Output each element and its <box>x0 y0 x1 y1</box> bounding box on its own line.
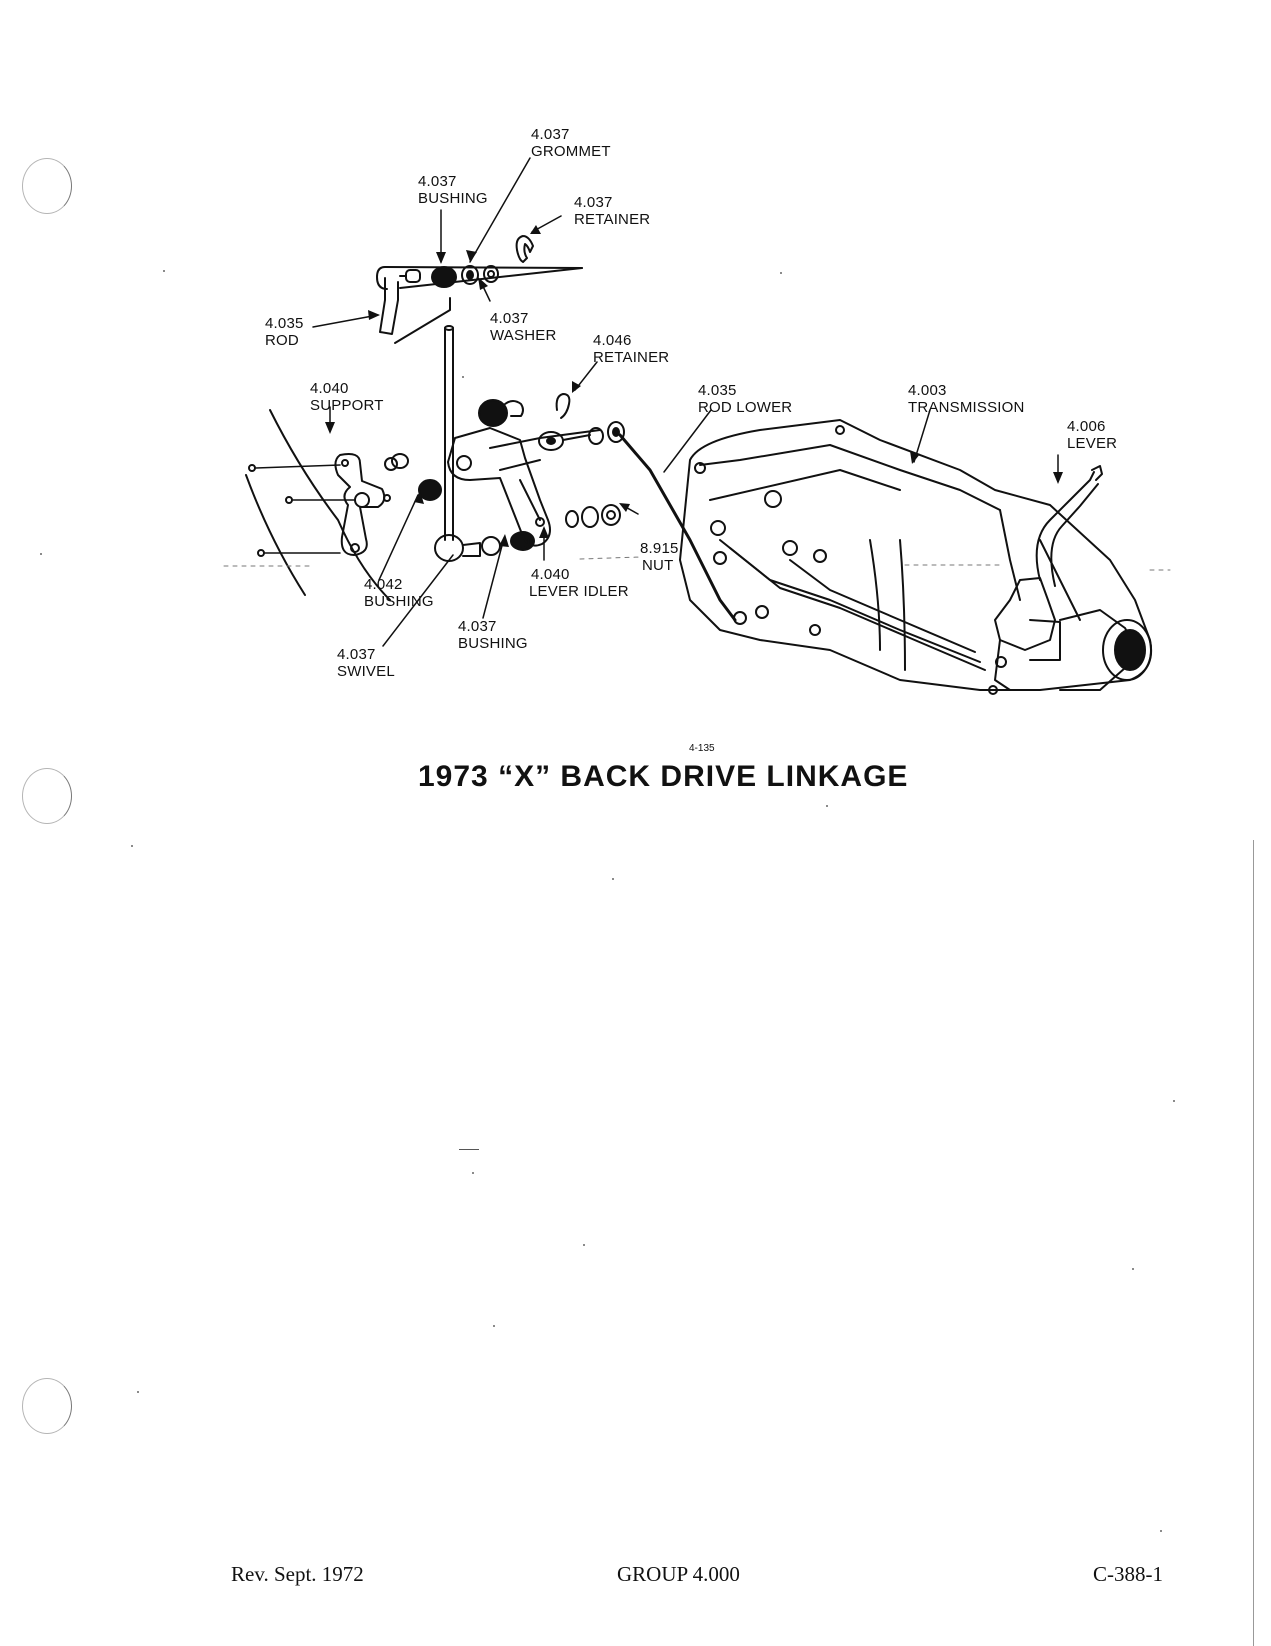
callout-bushing-top: 4.037 BUSHING <box>418 173 488 207</box>
scan-speck <box>493 1325 495 1327</box>
bushing-left-part <box>418 479 442 501</box>
scan-speck <box>780 272 782 274</box>
callout-code: 4.040 <box>531 566 570 583</box>
vertical-rod <box>444 325 454 541</box>
footer-page-code: C-388-1 <box>1093 1562 1163 1586</box>
scan-speck <box>583 1244 585 1246</box>
callout-retainer-top: 4.037 RETAINER <box>574 194 650 228</box>
callout-code: 4.046 <box>593 332 632 349</box>
shift-lever <box>1035 465 1103 587</box>
callout-name: WASHER <box>490 327 557 344</box>
callout-transmission: 4.003 TRANSMISSION <box>908 382 1025 416</box>
page-edge-line <box>1253 840 1254 1646</box>
leader-arrowheads <box>325 225 1063 547</box>
punch-hole-top <box>22 158 72 214</box>
callout-support: 4.040 SUPPORT <box>310 380 384 414</box>
bushing-top-part <box>431 266 457 288</box>
callout-grommet: 4.037 GROMMET <box>531 126 611 160</box>
callout-bushing-low: 4.037 BUSHING <box>458 618 528 652</box>
callout-name: BUSHING <box>458 635 528 652</box>
callout-rod-lower: 4.035 ROD LOWER <box>698 382 792 416</box>
callout-name: TRANSMISSION <box>908 399 1025 416</box>
punch-hole-bottom <box>22 1378 72 1434</box>
callout-code: 4.006 <box>1067 418 1106 435</box>
callout-code: 4.040 <box>310 380 349 397</box>
transmission-housing <box>679 419 1152 695</box>
footer-group: GROUP 4.000 <box>617 1562 740 1586</box>
callout-code: 4.037 <box>574 194 613 211</box>
scan-speck <box>1173 1100 1175 1102</box>
callout-retainer-mid: 4.046 RETAINER <box>593 332 669 366</box>
callout-name: GROMMET <box>531 143 611 160</box>
callout-name: LEVER <box>1067 435 1118 452</box>
scan-speck <box>40 553 42 555</box>
callout-name: RETAINER <box>574 211 651 228</box>
swivel-part <box>434 531 535 562</box>
callout-name: ROD <box>265 332 299 349</box>
callout-code: 4.037 <box>337 646 376 663</box>
upper-rod-assembly <box>376 235 583 344</box>
callout-code: 4.037 <box>490 310 529 327</box>
stray-dash <box>459 1149 479 1150</box>
callout-washer: 4.037 WASHER <box>490 310 556 344</box>
callout-code: 4.042 <box>364 576 403 593</box>
callout-name: BUSHING <box>418 190 488 207</box>
scan-speck <box>163 270 165 272</box>
figure-number: 4-135 <box>689 743 715 754</box>
callout-code: 4.035 <box>265 315 304 332</box>
idler-lever <box>447 393 625 550</box>
callout-code: 4.003 <box>908 382 947 399</box>
linkage-diagram <box>223 157 1171 695</box>
callout-name: ROD LOWER <box>698 399 793 416</box>
figure-title: 1973 “X” BACK DRIVE LINKAGE <box>418 760 909 793</box>
scan-speck <box>137 1391 139 1393</box>
scan-speck <box>826 805 828 807</box>
support-bracket <box>334 453 442 556</box>
callout-nut: 8.915 NUT <box>640 540 679 574</box>
scan-speck <box>1160 1530 1162 1532</box>
scan-speck <box>472 1172 474 1174</box>
callout-name: SWIVEL <box>337 663 395 680</box>
punch-hole-middle <box>22 768 72 824</box>
callout-code: 4.037 <box>418 173 457 190</box>
callout-code: 4.037 <box>531 126 570 143</box>
callout-name: BUSHING <box>364 593 434 610</box>
scan-speck <box>462 376 464 378</box>
callout-bushing-left: 4.042 BUSHING <box>364 576 434 610</box>
callout-code: 8.915 <box>640 540 679 557</box>
callout-code: 4.037 <box>458 618 497 635</box>
callout-lever-idler: 4.040 LEVER IDLER <box>529 566 629 600</box>
scan-speck <box>612 878 614 880</box>
callout-rod: 4.035 ROD <box>265 315 304 349</box>
scan-speck <box>131 845 133 847</box>
scan-speck <box>1132 1268 1134 1270</box>
callout-lever: 4.006 LEVER <box>1067 418 1117 452</box>
callout-name: LEVER IDLER <box>529 583 629 600</box>
footer-revision: Rev. Sept. 1972 <box>231 1562 364 1586</box>
callout-name: NUT <box>642 557 674 574</box>
lower-rod <box>618 433 737 622</box>
callout-code: 4.035 <box>698 382 737 399</box>
callout-swivel: 4.037 SWIVEL <box>337 646 395 680</box>
callout-name: RETAINER <box>593 349 670 366</box>
callout-name: SUPPORT <box>310 397 384 414</box>
